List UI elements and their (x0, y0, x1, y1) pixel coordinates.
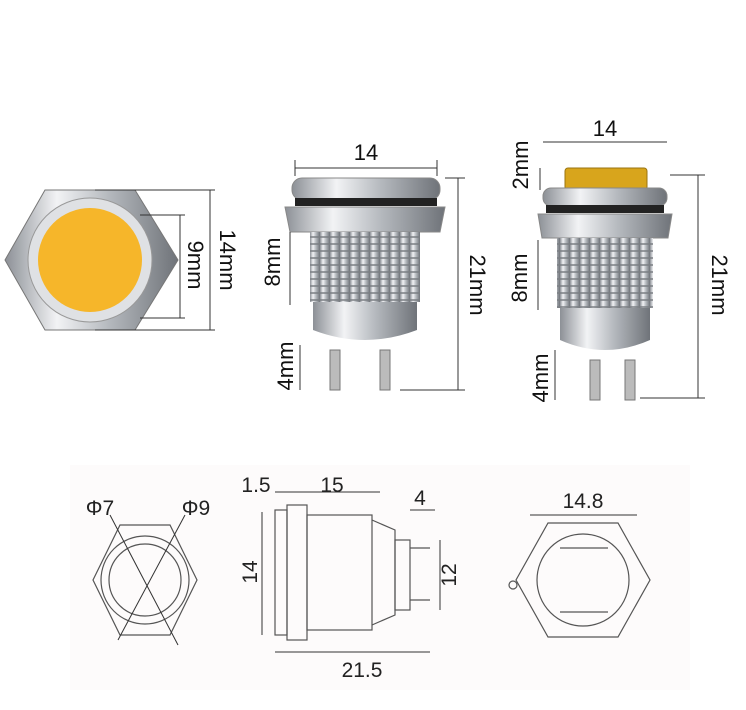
back-drawing: 14.8 (508, 490, 651, 638)
height-label: 21mm (707, 254, 732, 315)
thread-label: 15 (320, 474, 343, 497)
height-left-label: 14 (239, 560, 262, 584)
thread-label: 8mm (507, 254, 532, 303)
width-label: 14.8 (563, 490, 604, 513)
thread-label: 8mm (260, 238, 285, 287)
height-right-label: 12 (438, 563, 461, 586)
width-label: 14 (354, 140, 378, 165)
cap-label: 2mm (508, 141, 533, 190)
inner-diameter-label: 9mm (183, 241, 208, 290)
cap-label: 1.5 (241, 474, 270, 497)
outer-diameter-label: 14mm (215, 229, 240, 290)
front-view-photo: 9mm 14mm (4, 189, 240, 331)
width-label: 14 (593, 116, 617, 141)
side-view-flat-photo: 14 21mm 8mm 4mm (260, 140, 490, 391)
terminal-label: 4mm (273, 342, 298, 391)
side-view-raised-photo: 14 2mm 8mm 4mm 21mm (507, 116, 732, 402)
side-drawing: 1.5 15 4 14 12 21.5 (239, 474, 461, 682)
terminal-label: 4mm (528, 354, 553, 403)
lamp-lens (38, 208, 142, 312)
face-drawing: Φ7 Φ9 (86, 497, 210, 646)
height-label: 21mm (465, 254, 490, 315)
phi-outer-label: Φ9 (182, 497, 210, 520)
total-length-label: 21.5 (342, 659, 383, 682)
terminal-label: 4 (414, 487, 426, 510)
phi-inner-label: Φ7 (86, 497, 114, 520)
